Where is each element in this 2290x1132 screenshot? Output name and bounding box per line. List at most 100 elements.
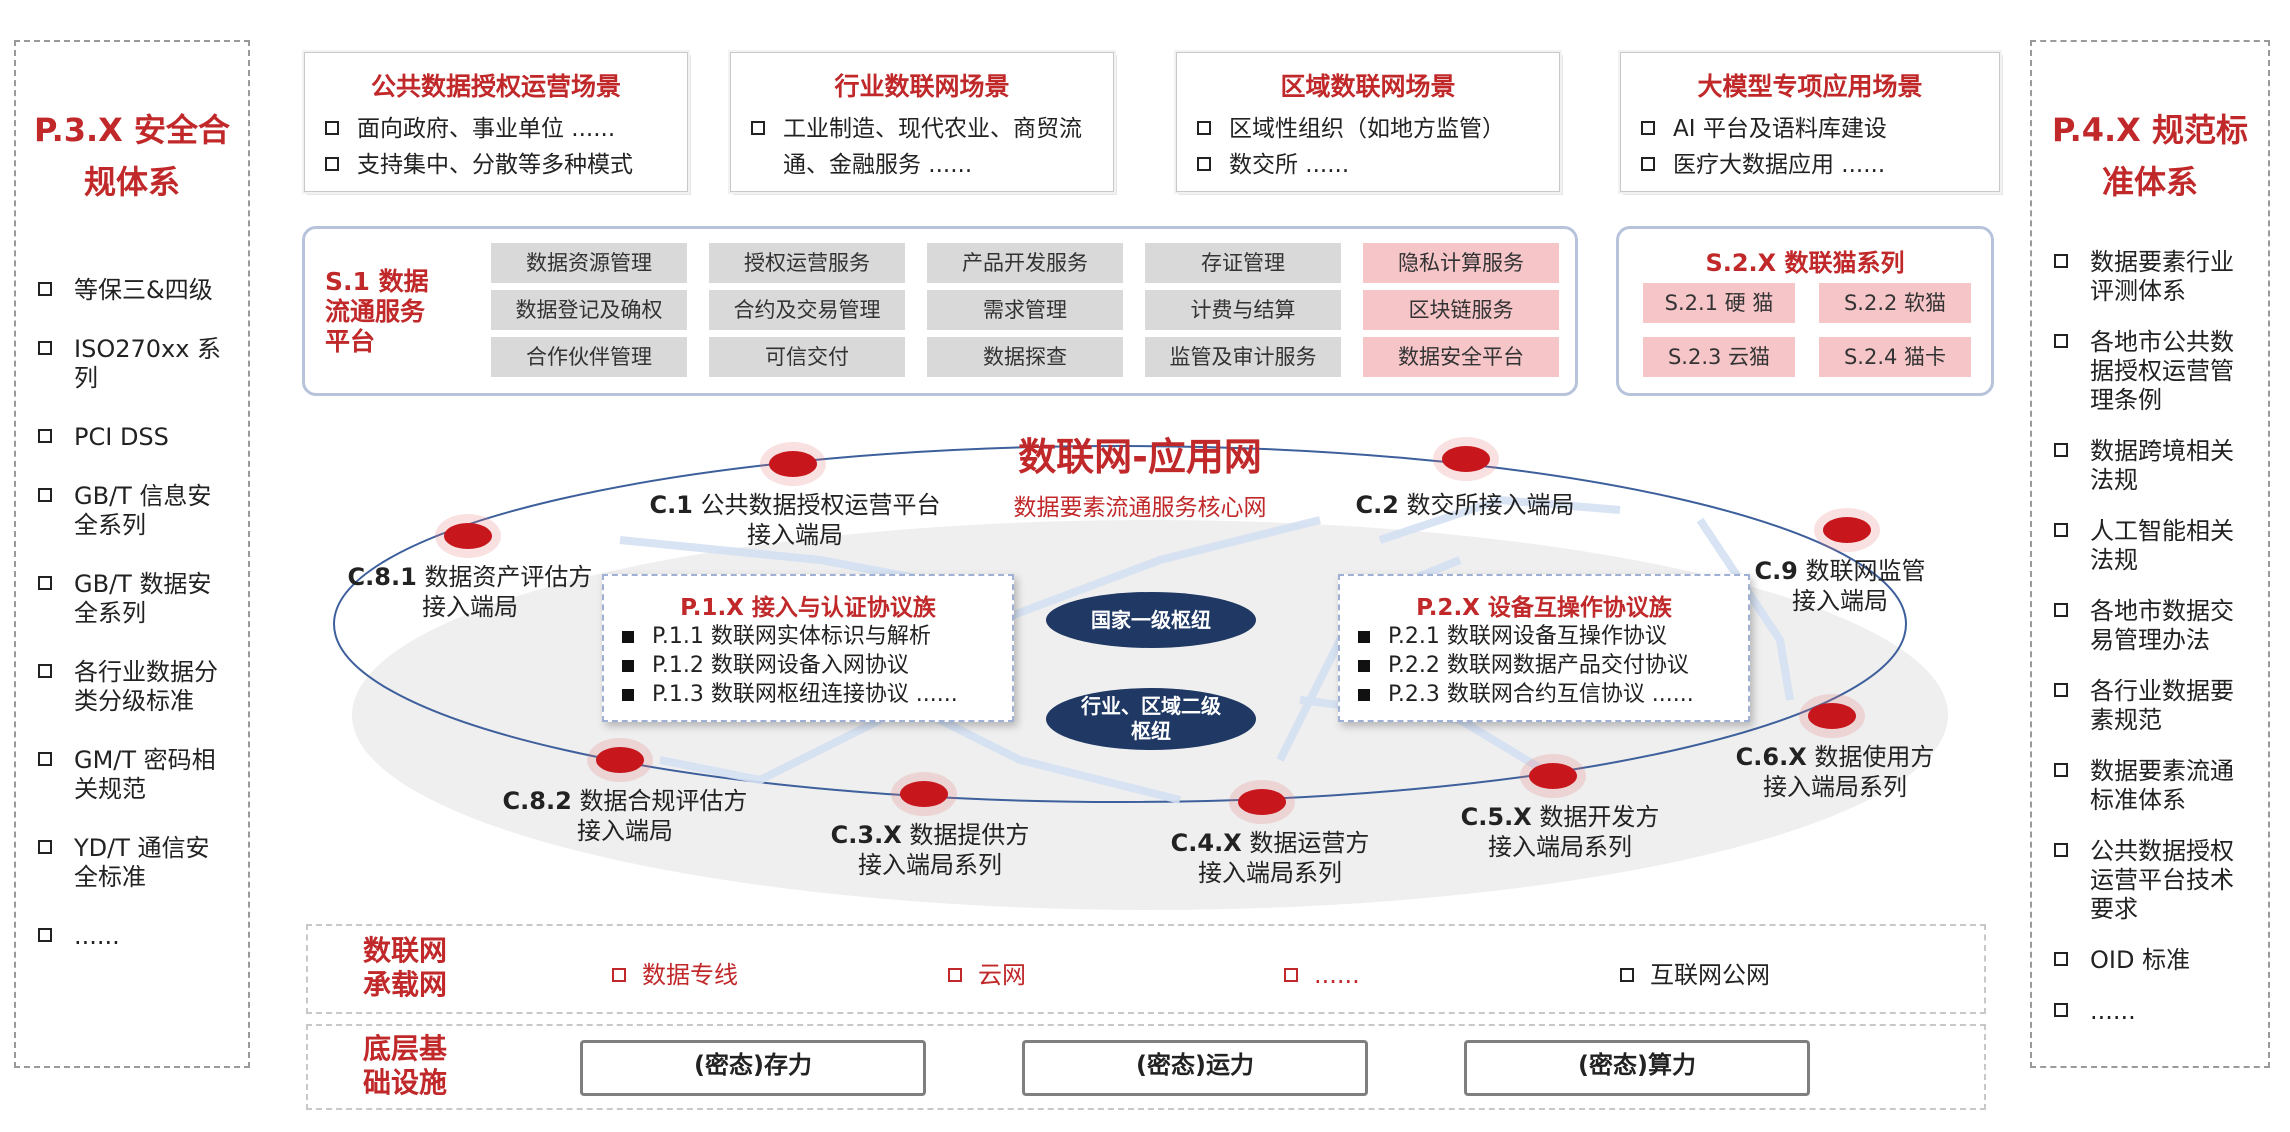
checkbox-icon (1641, 121, 1655, 135)
node-subtitle: 接入端局系列 (1198, 859, 1342, 887)
checkbox-icon (2054, 334, 2068, 348)
list-item-label: 等保三&四级 (74, 276, 213, 304)
list-item: 人工智能相关法规 (2054, 517, 2254, 575)
checkbox-icon (2054, 603, 2068, 617)
list-item-label: 各地市公共数据授权运营管理条例 (2090, 328, 2234, 414)
regional-hub: 行业、区域二级枢纽 (1046, 688, 1256, 750)
node-subtitle: 接入端局系列 (1488, 833, 1632, 861)
list-item: ...... (38, 922, 228, 951)
service-cell: 数据资源管理 (491, 243, 687, 283)
checkbox-icon (751, 121, 765, 135)
access-node-dot (596, 747, 644, 773)
node-line1: C.3.X 数据提供方 (810, 820, 1050, 850)
protocol-item-label: P.1.2 数联网设备入网协议 (652, 653, 909, 678)
access-node-dot (444, 523, 492, 549)
p2-title: P.2.X 设备互操作协议族 (1416, 595, 1672, 621)
service-cell: 计费与结算 (1145, 290, 1341, 330)
regional-hub-label: 行业、区域二级枢纽 (1081, 694, 1221, 743)
bearer-item-label: 云网 (978, 961, 1026, 989)
list-item: ...... (2054, 997, 2254, 1026)
panel-title-text: P.3.X 安全合规体系 (34, 111, 230, 201)
scenario-title: 行业数联网场景 (834, 72, 1010, 101)
checkbox-icon (38, 664, 52, 678)
list-item: 各行业数据分类分级标准 (38, 658, 228, 716)
service-cell: 可信交付 (709, 337, 905, 377)
protocol-item: P.1.2 数联网设备入网协议 (622, 651, 1006, 680)
protocol-item-label: P.2.3 数联网合约互信协议 ...... (1388, 682, 1694, 707)
service-cell: 数据探查 (927, 337, 1123, 377)
access-node-label: C.8.1 数据资产评估方接入端局 (330, 562, 610, 622)
access-node-label: C.5.X 数据开发方接入端局系列 (1440, 802, 1680, 862)
checkbox-icon (38, 429, 52, 443)
list-item: 数据跨境相关法规 (2054, 437, 2254, 495)
checkbox-icon (1197, 121, 1211, 135)
list-item-label: 公共数据授权运营平台技术要求 (2090, 837, 2234, 923)
node-name: 数据使用方 (1814, 743, 1935, 771)
checkbox-icon (38, 752, 52, 766)
bearer-title: 数联网承载网 (340, 934, 470, 1002)
scenario-title: 公共数据授权运营场景 (370, 72, 621, 101)
scenario-item: 数交所 ...... (1197, 147, 1549, 183)
service-cell: 监管及审计服务 (1145, 337, 1341, 377)
list-item-label: 数据跨境相关法规 (2090, 437, 2234, 494)
scenario-item-label: 支持集中、分散等多种模式 (357, 152, 633, 178)
node-line1: C.8.2 数据合规评估方 (490, 786, 760, 816)
node-id: C.8.1 (347, 563, 417, 591)
s1-title: S.1 数据流通服务平台 (325, 267, 429, 356)
access-node-dot (1808, 703, 1856, 729)
checkbox-icon (38, 282, 52, 296)
node-subtitle: 接入端局 (577, 817, 673, 845)
node-name: 数据合规评估方 (579, 787, 748, 815)
bearer-item: 数据专线 (612, 960, 738, 990)
protocol-item: P.1.3 数联网枢纽连接协议 ...... (622, 680, 1006, 709)
bullet-square-icon (622, 689, 634, 701)
node-line1: C.2 数交所接入端局 (1340, 490, 1590, 520)
checkbox-icon (612, 968, 626, 982)
service-cell: 需求管理 (927, 290, 1123, 330)
node-subtitle: 接入端局系列 (858, 851, 1002, 879)
list-item-label: PCI DSS (74, 423, 169, 451)
service-cell: 产品开发服务 (927, 243, 1123, 283)
list-item-label: 数据要素流通标准体系 (2090, 757, 2234, 814)
bearer-item: ...... (1284, 960, 1360, 990)
service-cell: 区块链服务 (1363, 290, 1559, 330)
scenario-box: 公共数据授权运营场景面向政府、事业单位 ......支持集中、分散等多种模式 (304, 52, 688, 192)
checkbox-icon (1284, 968, 1298, 982)
protocol-item-label: P.1.1 数联网实体标识与解析 (652, 624, 931, 649)
network-title: 数联网-应用网 (1018, 435, 1262, 479)
panel-title-text: P.4.X 规范标准体系 (2052, 111, 2248, 201)
s2-title: S.2.X 数联猫系列 (1705, 249, 1905, 277)
checkbox-icon (325, 121, 339, 135)
list-item: 等保三&四级 (38, 276, 228, 305)
list-item-label: ISO270xx 系列 (74, 335, 222, 392)
checkbox-icon (2054, 683, 2068, 697)
list-item-label: OID 标准 (2090, 946, 2191, 974)
scenario-list: 面向政府、事业单位 ......支持集中、分散等多种模式 (325, 111, 677, 183)
list-item: OID 标准 (2054, 946, 2254, 975)
checkbox-icon (1620, 968, 1634, 982)
access-node-dot (1442, 446, 1490, 472)
node-id: C.8.2 (502, 787, 572, 815)
node-line1: C.6.X 数据使用方 (1720, 742, 1950, 772)
bearer-item-label: ...... (1314, 961, 1360, 989)
list-item-label: GB/T 信息安全系列 (74, 482, 212, 539)
infra-title-text: 底层基础设施 (362, 1032, 447, 1099)
scenario-item: 医疗大数据应用 ...... (1641, 147, 1989, 183)
node-name: 数据运营方 (1249, 829, 1370, 857)
list-item-label: 数据要素行业评测体系 (2090, 248, 2234, 305)
checkbox-icon (38, 488, 52, 502)
list-item-label: ...... (74, 922, 120, 950)
service-cell: 合约及交易管理 (709, 290, 905, 330)
checkbox-icon (2054, 523, 2068, 537)
list-item-label: 人工智能相关法规 (2090, 517, 2234, 574)
bearer-title-text: 数联网承载网 (362, 934, 447, 1001)
list-item-label: GM/T 密码相关规范 (74, 746, 216, 803)
checkbox-icon (2054, 443, 2068, 457)
checkbox-icon (2054, 952, 2068, 966)
access-node-label: C.1 公共数据授权运营平台接入端局 (630, 490, 960, 550)
